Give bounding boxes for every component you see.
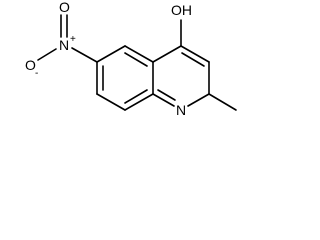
bond-nitro-o-single <box>37 48 57 61</box>
bond-c4-c3 <box>180 45 210 63</box>
bond-c4-c3-inner <box>181 52 205 67</box>
bond-c4-c4a <box>152 45 182 63</box>
bond-c2-n1 <box>187 93 210 107</box>
nitro-oxygen-double-label: O <box>59 0 70 15</box>
nitro-oxygen-single-label: O <box>25 57 36 73</box>
bond-n1-c8a <box>152 93 175 107</box>
bond-c5-c6 <box>96 45 126 63</box>
nitro-oxygen-single-charge: - <box>35 68 38 79</box>
bond-c8-c8a <box>124 93 154 111</box>
bond-n1-c8a-inner <box>157 89 176 101</box>
benzene-ring-bonds <box>96 45 154 111</box>
chemical-structure: OH N N + O O - <box>25 0 237 118</box>
bond-c4a-c5-inner <box>124 52 148 67</box>
bond-c8-c8a-inner <box>124 89 148 104</box>
ring-nitrogen-label: N <box>176 102 186 118</box>
bond-c6-nitro <box>71 47 98 63</box>
nitro-nitrogen-charge: + <box>70 34 76 45</box>
substituent-bonds <box>37 14 237 111</box>
hydroxyl-label: OH <box>171 2 192 18</box>
pyridine-ring-bonds <box>152 45 210 107</box>
nitro-nitrogen-label: N <box>59 37 69 53</box>
bond-c4a-c5 <box>124 45 154 63</box>
bond-c7-c8 <box>96 93 126 111</box>
bond-c2-methyl <box>208 93 237 111</box>
